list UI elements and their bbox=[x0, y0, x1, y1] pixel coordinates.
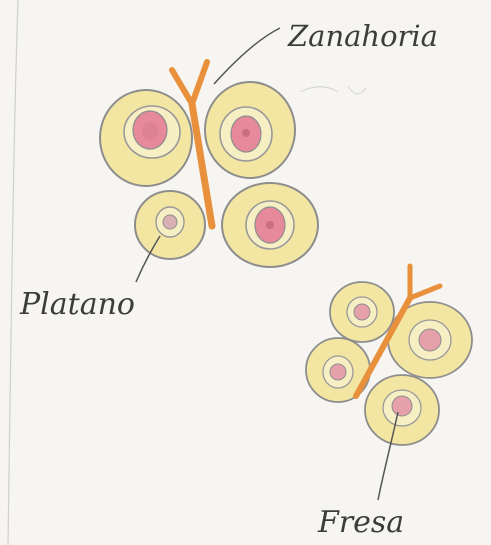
strawberry-spot bbox=[392, 396, 412, 416]
butterfly-small bbox=[306, 266, 472, 445]
label-platano: Platano bbox=[19, 287, 135, 322]
strawberry-spot bbox=[354, 304, 370, 320]
wing-upper-right bbox=[205, 82, 295, 178]
wing-lower-right bbox=[222, 183, 318, 267]
strawberry-spot bbox=[163, 215, 177, 229]
wing-upper-left bbox=[330, 282, 394, 342]
label-fresa: Fresa bbox=[317, 505, 404, 540]
strawberry-spot bbox=[330, 364, 346, 380]
butterfly-large bbox=[100, 62, 318, 267]
wing-lower-right bbox=[365, 375, 439, 445]
wing-lower-left bbox=[135, 191, 205, 259]
strawberry-spot bbox=[419, 329, 441, 351]
wing-upper-left bbox=[100, 90, 192, 186]
label-zanahoria: Zanahoria bbox=[287, 19, 438, 53]
erased-scribble bbox=[300, 86, 366, 94]
page-fold-line bbox=[8, 0, 18, 545]
pointer-line-zanahoria bbox=[214, 28, 280, 84]
